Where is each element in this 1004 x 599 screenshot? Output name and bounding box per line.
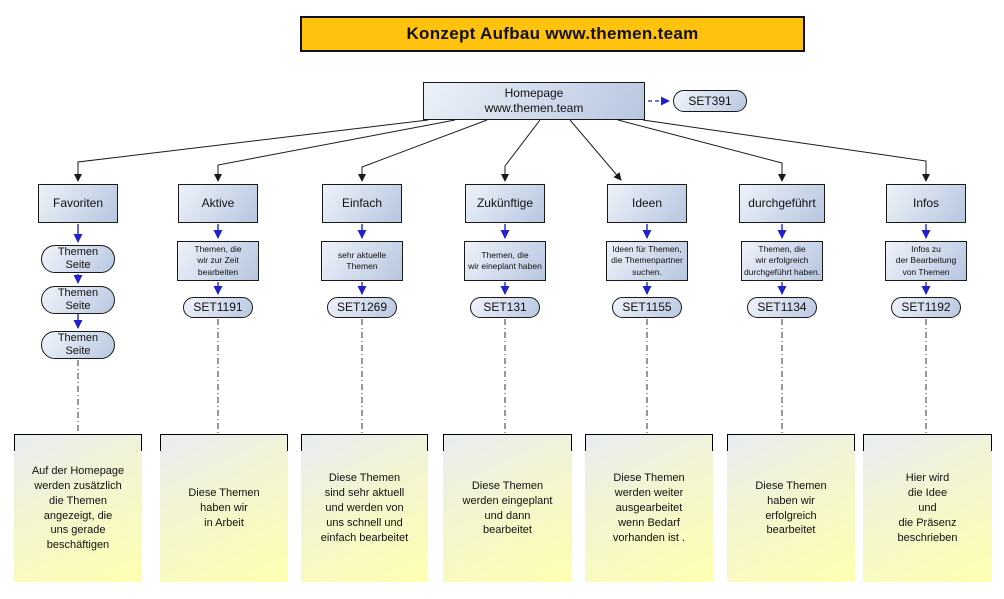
desc-infos[interactable]: Infos zu der Bearbeitung von Themen [885,241,967,281]
themen-seite-pill[interactable]: Themen Seite [41,331,115,359]
node-homepage[interactable]: Homepage www.themen.team [423,82,645,120]
node-infos[interactable]: Infos [886,184,966,223]
set-ref-homepage[interactable]: SET391 [673,90,747,112]
homepage-branch-arrows [74,119,930,182]
themen-seite-pill[interactable]: Themen Seite [41,286,115,314]
themen-seite-pill[interactable]: Themen Seite [41,245,115,273]
note-aktive: Diese Themen haben wir in Arbeit [160,434,288,582]
node-favoriten[interactable]: Favoriten [38,184,118,223]
desc-ideen[interactable]: Ideen für Themen, die Themenpartner such… [606,241,688,281]
node-zukuenftige[interactable]: Zukünftige [465,184,545,223]
desc-zukuenftige[interactable]: Themen, die wir eineplant haben [464,241,546,281]
node-durchgefuehrt[interactable]: durchgeführt [739,184,825,223]
diagram-title: Konzept Aufbau www.themen.team [300,16,805,52]
desc-aktive[interactable]: Themen, die wir zur Zeit bearbeiten [177,241,259,281]
set-ref-infos[interactable]: SET1192 [891,297,961,318]
note-zukuenftige: Diese Themen werden eingeplant und dann … [443,434,572,582]
node-aktive[interactable]: Aktive [178,184,258,223]
set-ref-ideen[interactable]: SET1155 [612,297,682,318]
desc-durchgefuehrt[interactable]: Themen, die wir erfolgreich durchgeführt… [741,241,823,281]
node-ideen[interactable]: Ideen [607,184,687,223]
set-ref-zukuenftige[interactable]: SET131 [470,297,540,318]
note-infos: Hier wird die Idee und die Präsenz besch… [863,434,992,582]
set-ref-einfach[interactable]: SET1269 [327,297,397,318]
note-durchgefuehrt: Diese Themen haben wir erfolgreich bearb… [727,434,855,582]
note-einfach: Diese Themen sind sehr aktuell und werde… [301,434,428,582]
desc-einfach[interactable]: sehr aktuelle Themen [321,241,403,281]
note-favoriten: Auf der Homepage werden zusätzlich die T… [14,434,142,582]
node-einfach[interactable]: Einfach [322,184,402,223]
set-ref-aktive[interactable]: SET1191 [183,297,253,318]
note-connector-lines [77,319,927,433]
note-ideen: Diese Themen werden weiter ausgearbeitet… [585,434,713,582]
set-ref-durchgefuehrt[interactable]: SET1134 [747,297,817,318]
